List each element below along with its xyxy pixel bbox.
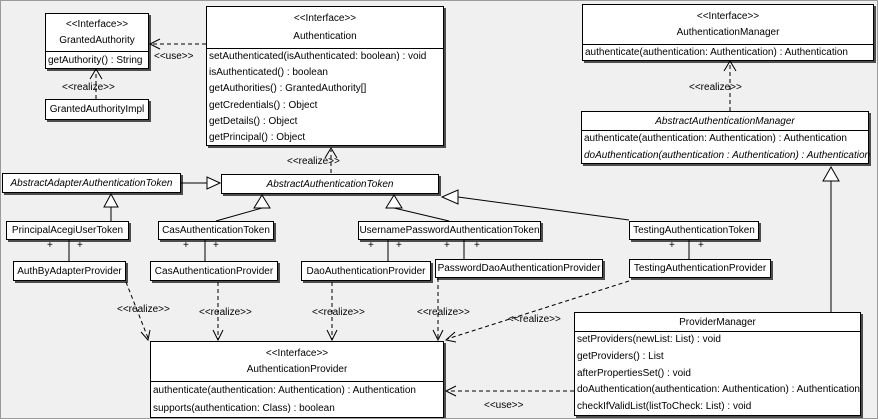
plus-marker: + bbox=[669, 240, 675, 251]
generalization-arrow bbox=[253, 194, 271, 209]
plus-marker: + bbox=[183, 240, 189, 251]
open-arrow-realize-5 bbox=[444, 331, 457, 343]
class-granted-authority[interactable]: <<Interface>> GrantedAuthority getAuthor… bbox=[45, 13, 149, 69]
open-arrow-realize-authmanager bbox=[723, 60, 737, 72]
class-testing-authentication-provider[interactable]: TestingAuthenticationProvider bbox=[629, 259, 771, 278]
class-abstract-authentication-token[interactable]: AbstractAuthenticationToken bbox=[221, 174, 439, 194]
realize-label: <<realize>> bbox=[689, 82, 742, 93]
plus-marker: + bbox=[474, 240, 480, 251]
generalization-arrow bbox=[103, 192, 119, 208]
method-label: getDetails() : Object bbox=[209, 115, 298, 127]
realize-label: <<realize>> bbox=[199, 307, 252, 318]
class-auth-by-adapter-provider[interactable]: AuthByAdapterProvider bbox=[13, 261, 126, 281]
class-principal-acegi-user-token[interactable]: PrincipalAcegiUserToken bbox=[6, 221, 129, 240]
class-testing-authentication-token[interactable]: TestingAuthenticationToken bbox=[629, 221, 759, 240]
generalization-arrow bbox=[822, 165, 840, 182]
use-label: <<use>> bbox=[484, 400, 524, 411]
class-name: TestingAuthenticationProvider bbox=[633, 263, 767, 274]
plus-marker: + bbox=[444, 240, 450, 251]
realize-label: <<realize>> bbox=[312, 307, 365, 318]
plus-marker: + bbox=[396, 240, 402, 251]
class-dao-authentication-provider[interactable]: DaoAuthenticationProvider bbox=[301, 261, 431, 281]
method-label: setAuthenticated(isAuthenticated: boolea… bbox=[209, 51, 427, 62]
open-arrow-use-grantedauthority bbox=[148, 38, 161, 50]
method-label: doAuthentication(authentication : Authen… bbox=[584, 149, 871, 161]
class-name: AbstractAuthenticationManager bbox=[655, 115, 795, 127]
class-name: UsernamePasswordAuthenticationToken bbox=[359, 225, 540, 236]
generalization-arrow bbox=[385, 194, 403, 209]
class-cas-authentication-provider[interactable]: CasAuthenticationProvider bbox=[150, 261, 278, 281]
class-authentication[interactable]: <<Interface>> Authentication setAuthenti… bbox=[206, 6, 444, 146]
method-label: doAuthentication(authentication: Authent… bbox=[577, 384, 860, 396]
class-name: GrantedAuthorityImpl bbox=[49, 104, 145, 115]
generalization-cas-token-to-abstract-token bbox=[215, 207, 263, 222]
stereotype-label: <<Interface>> bbox=[293, 13, 357, 25]
class-password-dao-authentication-provider[interactable]: PasswordDaoAuthenticationProvider bbox=[435, 259, 603, 278]
open-arrow-use-authprovider bbox=[444, 385, 457, 397]
open-arrow-realize-3 bbox=[326, 329, 338, 342]
plus-marker: + bbox=[213, 240, 219, 251]
stereotype-label: <<Interface>> bbox=[65, 19, 129, 30]
open-arrow-realize-1 bbox=[140, 329, 151, 342]
class-name: AbstractAdapterAuthenticationToken bbox=[10, 177, 173, 189]
class-name: CasAuthenticationProvider bbox=[154, 265, 274, 277]
method-label: authenticate(authentication: Authenticat… bbox=[585, 47, 848, 58]
method-label: getAuthority() : String bbox=[48, 55, 143, 66]
generalization-arrow bbox=[440, 189, 459, 205]
method-label: authenticate(authentication: Authenticat… bbox=[153, 385, 416, 396]
class-name: ProviderManager bbox=[679, 316, 756, 328]
class-provider-manager[interactable]: ProviderManager setProviders(newList: Li… bbox=[574, 312, 861, 416]
class-name: AbstractAuthenticationToken bbox=[266, 178, 394, 190]
class-authentication-manager[interactable]: <<Interface>> AuthenticationManager auth… bbox=[582, 4, 874, 61]
realize-label: <<realize>> bbox=[117, 304, 170, 315]
class-name: PrincipalAcegiUserToken bbox=[11, 225, 124, 236]
method-label: isAuthenticated() : boolean bbox=[209, 67, 328, 79]
open-arrow-realize-grantedauthority bbox=[89, 68, 103, 80]
stereotype-label: <<Interface>> bbox=[696, 10, 760, 22]
method-label: getProviders() : List bbox=[577, 350, 664, 362]
realize-label: <<realize>> bbox=[508, 314, 561, 325]
class-name: GrantedAuthority bbox=[59, 35, 135, 46]
realize-label: <<realize>> bbox=[417, 307, 470, 318]
open-arrow-realize-4 bbox=[432, 329, 444, 342]
class-name: AuthByAdapterProvider bbox=[17, 265, 122, 277]
class-granted-authority-impl[interactable]: GrantedAuthorityImpl bbox=[45, 99, 149, 120]
plus-marker: + bbox=[698, 240, 704, 251]
realize-label: <<realize>> bbox=[287, 156, 340, 167]
plus-marker: + bbox=[368, 240, 374, 251]
class-name: AuthenticationManager bbox=[676, 27, 780, 39]
method-label: supports(authentication: Class) : boolea… bbox=[153, 403, 335, 414]
method-label: getCredentials() : Object bbox=[209, 99, 318, 111]
open-arrow-realize-2 bbox=[212, 329, 224, 342]
plus-marker: + bbox=[77, 240, 83, 251]
class-name: AuthenticationProvider bbox=[246, 364, 348, 376]
plus-marker: + bbox=[47, 240, 53, 251]
method-label: getAuthorities() : GrantedAuthority[] bbox=[209, 83, 367, 95]
method-label: getPrincipal() : Object bbox=[209, 132, 306, 144]
generalization-arrow bbox=[206, 176, 222, 190]
class-abstract-authentication-manager[interactable]: AbstractAuthenticationManager authentica… bbox=[581, 111, 871, 164]
class-name: Authentication bbox=[293, 30, 357, 42]
class-abstract-adapter-authentication-token[interactable]: AbstractAdapterAuthenticationToken bbox=[2, 173, 181, 193]
method-label: setProviders(newList: List) : void bbox=[577, 334, 721, 345]
stereotype-label: <<Interface>> bbox=[265, 347, 329, 359]
class-username-password-authentication-token[interactable]: UsernamePasswordAuthenticationToken bbox=[358, 221, 541, 240]
generalization-testing-token-to-abstract-token bbox=[457, 196, 630, 221]
class-authentication-provider[interactable]: <<Interface>> AuthenticationProvider aut… bbox=[150, 341, 444, 418]
class-name: CasAuthenticationToken bbox=[162, 225, 270, 236]
use-label: <<use>> bbox=[154, 51, 194, 62]
method-label: afterPropertiesSet() : void bbox=[577, 367, 691, 379]
class-name: TestingAuthenticationToken bbox=[633, 225, 755, 236]
method-label: authenticate(authentication: Authenticat… bbox=[584, 133, 847, 144]
realize-label: <<realize>> bbox=[62, 82, 115, 93]
generalization-usernamepassword-to-abstract-token bbox=[393, 207, 450, 222]
method-label: checkIfValidList(listToCheck: List) : vo… bbox=[577, 401, 752, 413]
class-name: PasswordDaoAuthenticationProvider bbox=[437, 263, 601, 274]
class-cas-authentication-token[interactable]: CasAuthenticationToken bbox=[158, 221, 274, 240]
class-name: DaoAuthenticationProvider bbox=[306, 265, 426, 277]
